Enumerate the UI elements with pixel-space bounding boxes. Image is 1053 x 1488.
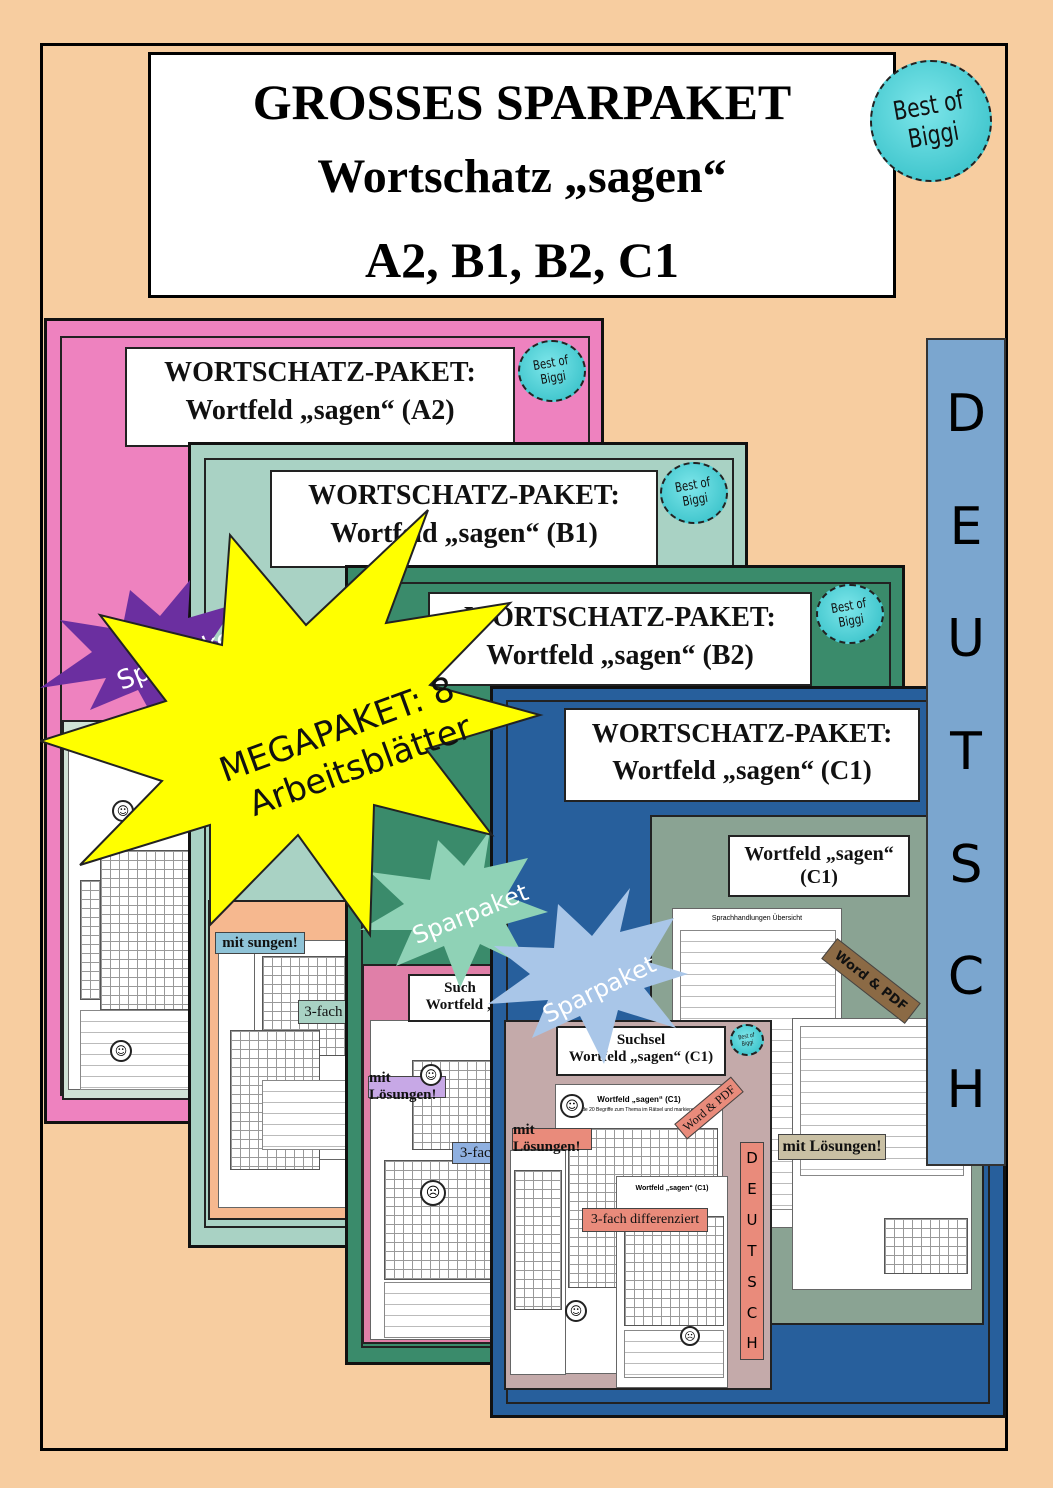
cover-c1-suchsel-lines	[624, 1330, 724, 1378]
cover-c1-subtitle: Wortfeld „sagen“ (C1)	[612, 755, 872, 785]
deutsch-letter: C	[947, 947, 985, 1008]
cover-b1-subtitle: Wortfeld „sagen“ (B1)	[330, 518, 598, 549]
cover-c1-heading: WORTSCHATZ-PAKET:	[591, 718, 893, 748]
title-line-1: GROSSES SPARPAKET	[252, 74, 792, 130]
cover-a2-lines	[80, 1010, 190, 1090]
smiley-icon: ☺	[110, 1040, 132, 1062]
mini-deutsch-letter: E	[747, 1180, 757, 1199]
cover-c1-suchsel-card: Suchsel Wortfeld „sagen“ (C1)	[556, 1026, 726, 1076]
cover-b1-seal: Best of Biggi	[660, 462, 728, 524]
cover-a2-seal: Best of Biggi	[518, 340, 586, 402]
deutsch-letter: H	[946, 1059, 986, 1120]
mini-deutsch-letter: D	[746, 1149, 758, 1168]
cover-c1-suchsel-grid-front	[624, 1216, 724, 1326]
outer-frame	[40, 43, 1008, 1451]
cover-b1-heading: WORTSCHATZ-PAKET:	[308, 480, 620, 511]
deutsch-letter: S	[949, 834, 983, 895]
smiley-icon: ☺	[565, 1300, 587, 1322]
cover-c1-title-card: WORTSCHATZ-PAKET: Wortfeld „sagen“ (C1)	[564, 708, 920, 802]
deutsch-letter: D	[945, 384, 987, 445]
mini-deutsch-letter: U	[746, 1211, 758, 1230]
deutsch-letter: T	[950, 721, 982, 782]
sad-face-icon: ☹	[420, 1180, 446, 1206]
cover-b2-lines	[384, 1282, 494, 1338]
sad-face-icon: ☹	[680, 1326, 700, 1346]
cover-c1-vocab-card: Wortfeld „sagen“ (C1)	[728, 835, 910, 897]
deutsch-letter: E	[949, 496, 983, 557]
cover-c1-suchsel-loesungen-tag: mit Lösungen!	[512, 1122, 592, 1155]
sparpaket-burst-blue: Sparpaket	[488, 888, 688, 1064]
title-line-3: A2, B1, B2, C1	[365, 232, 679, 288]
cover-a2-subtitle: Wortfeld „sagen“ (A2)	[185, 395, 455, 426]
cover-a2-grid-2	[100, 850, 190, 1010]
cover-c1-suchsel-seal: Best of Biggi	[730, 1024, 764, 1056]
burst-shape	[488, 888, 688, 1064]
cover-c1-loesungen-tag: mit Lösungen!	[778, 1134, 886, 1160]
cover-b2-grid-2	[384, 1160, 494, 1280]
mini-deutsch-letter: S	[747, 1272, 757, 1291]
megapaket-starburst: MEGAPAKET: 8 Arbeitsblätter	[40, 509, 544, 938]
cover-c1-vocab-grid	[884, 1218, 968, 1274]
cover-c1-suchsel-grid-side	[514, 1170, 562, 1310]
cover-c1-suchsel-dreifach-tag: 3-fach differenziert	[582, 1208, 708, 1232]
mini-deutsch-letter: C	[746, 1303, 758, 1322]
seal-text: Best of Biggi	[890, 85, 966, 155]
mini-deutsch-letter: T	[747, 1241, 757, 1260]
starburst-shape	[40, 509, 544, 938]
smiley-icon: ☺	[420, 1064, 442, 1086]
cover-b2-seal: Best of Biggi	[816, 584, 884, 644]
mini-deutsch-letter: H	[746, 1334, 758, 1353]
sheet-heading: Sprachhandlungen Übersicht	[711, 915, 803, 922]
smiley-icon: ☺	[560, 1094, 584, 1118]
deutsch-letter: U	[946, 609, 986, 670]
cover-b2-subtitle: Wortfeld „sagen“ (B2)	[486, 640, 754, 671]
title-line-2: Wortschatz „sagen“	[317, 150, 727, 203]
cover-b2-title-card: WORTSCHATZ-PAKET: Wortfeld „sagen“ (B2)	[428, 592, 812, 686]
cover-b1-loesungen-tag: mit sungen!	[215, 932, 305, 954]
title-box: GROSSES SPARPAKET Wortschatz „sagen“ A2,…	[148, 52, 896, 298]
best-of-biggi-seal: Best of Biggi	[870, 60, 992, 182]
cover-a2-heading: WORTSCHATZ-PAKET:	[164, 357, 476, 388]
cover-b2-heading: WORTSCHATZ-PAKET:	[464, 602, 776, 633]
cover-a2-title-card: WORTSCHATZ-PAKET: Wortfeld „sagen“ (A2)	[125, 347, 515, 447]
